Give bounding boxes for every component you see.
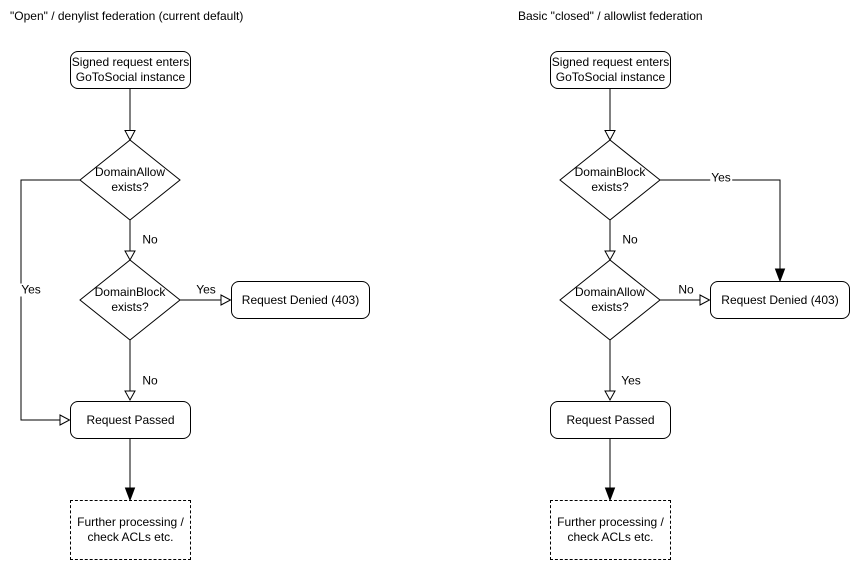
node-open-request-denied: Request Denied (403) — [231, 281, 370, 319]
arrowhead-open-decision2-yes — [220, 294, 232, 306]
arrowhead-filled-closed-further — [604, 487, 616, 502]
edge-label-closed-decision1-no: No — [621, 232, 639, 247]
edge-label-closed-decision2-yes: Yes — [620, 373, 642, 388]
edge-closed-decision1-yes-elbow — [660, 179, 781, 272]
arrowhead-open-decision1-yes — [59, 414, 71, 426]
arrowhead-open-closed-decision1-no — [604, 250, 616, 262]
arrowhead-open-decision1-no — [124, 250, 136, 262]
edge-label-open-decision1-no: No — [141, 232, 159, 247]
node-open-further-processing: Further processing / check ACLs etc. — [70, 500, 191, 560]
arrowhead-open-closed-decision2-yes — [604, 390, 616, 402]
node-open-decision-domainallow: DomainAllow exists? — [94, 165, 166, 194]
edge-label-closed-decision2-no: No — [677, 282, 695, 297]
edge-label-open-decision2-no: No — [141, 373, 159, 388]
arrowhead-open-closed-start-decision1 — [604, 130, 616, 142]
edge-label-open-decision2-yes: Yes — [195, 282, 217, 297]
node-closed-request-denied: Request Denied (403) — [710, 281, 850, 319]
arrowhead-filled-open-further — [124, 487, 136, 502]
arrowhead-open-start-decision1 — [124, 130, 136, 142]
edge-label-closed-decision1-yes: Yes — [710, 170, 732, 185]
node-closed-further-processing: Further processing / check ACLs etc. — [550, 500, 671, 560]
node-closed-decision-domainblock: DomainBlock exists? — [574, 165, 646, 194]
edge-label-open-decision1-yes: Yes — [20, 282, 42, 297]
arrowhead-filled-closed-decision1-yes — [774, 268, 786, 283]
node-open-request-passed: Request Passed — [70, 401, 191, 439]
node-closed-request-passed: Request Passed — [550, 401, 671, 439]
edge-open-decision1-yes-elbow — [20, 179, 80, 421]
chart-title-closed-allowlist: Basic "closed" / allowlist federation — [518, 9, 703, 23]
node-open-start: Signed request enters GoToSocial instanc… — [70, 51, 191, 89]
arrowhead-open-decision2-no — [124, 390, 136, 402]
chart-title-open-denylist: "Open" / denylist federation (current de… — [10, 9, 244, 23]
arrowhead-open-closed-decision2-no — [699, 294, 711, 306]
node-closed-start: Signed request enters GoToSocial instanc… — [550, 51, 671, 89]
node-closed-decision-domainallow: DomainAllow exists? — [574, 285, 646, 314]
node-open-decision-domainblock: DomainBlock exists? — [94, 285, 166, 314]
